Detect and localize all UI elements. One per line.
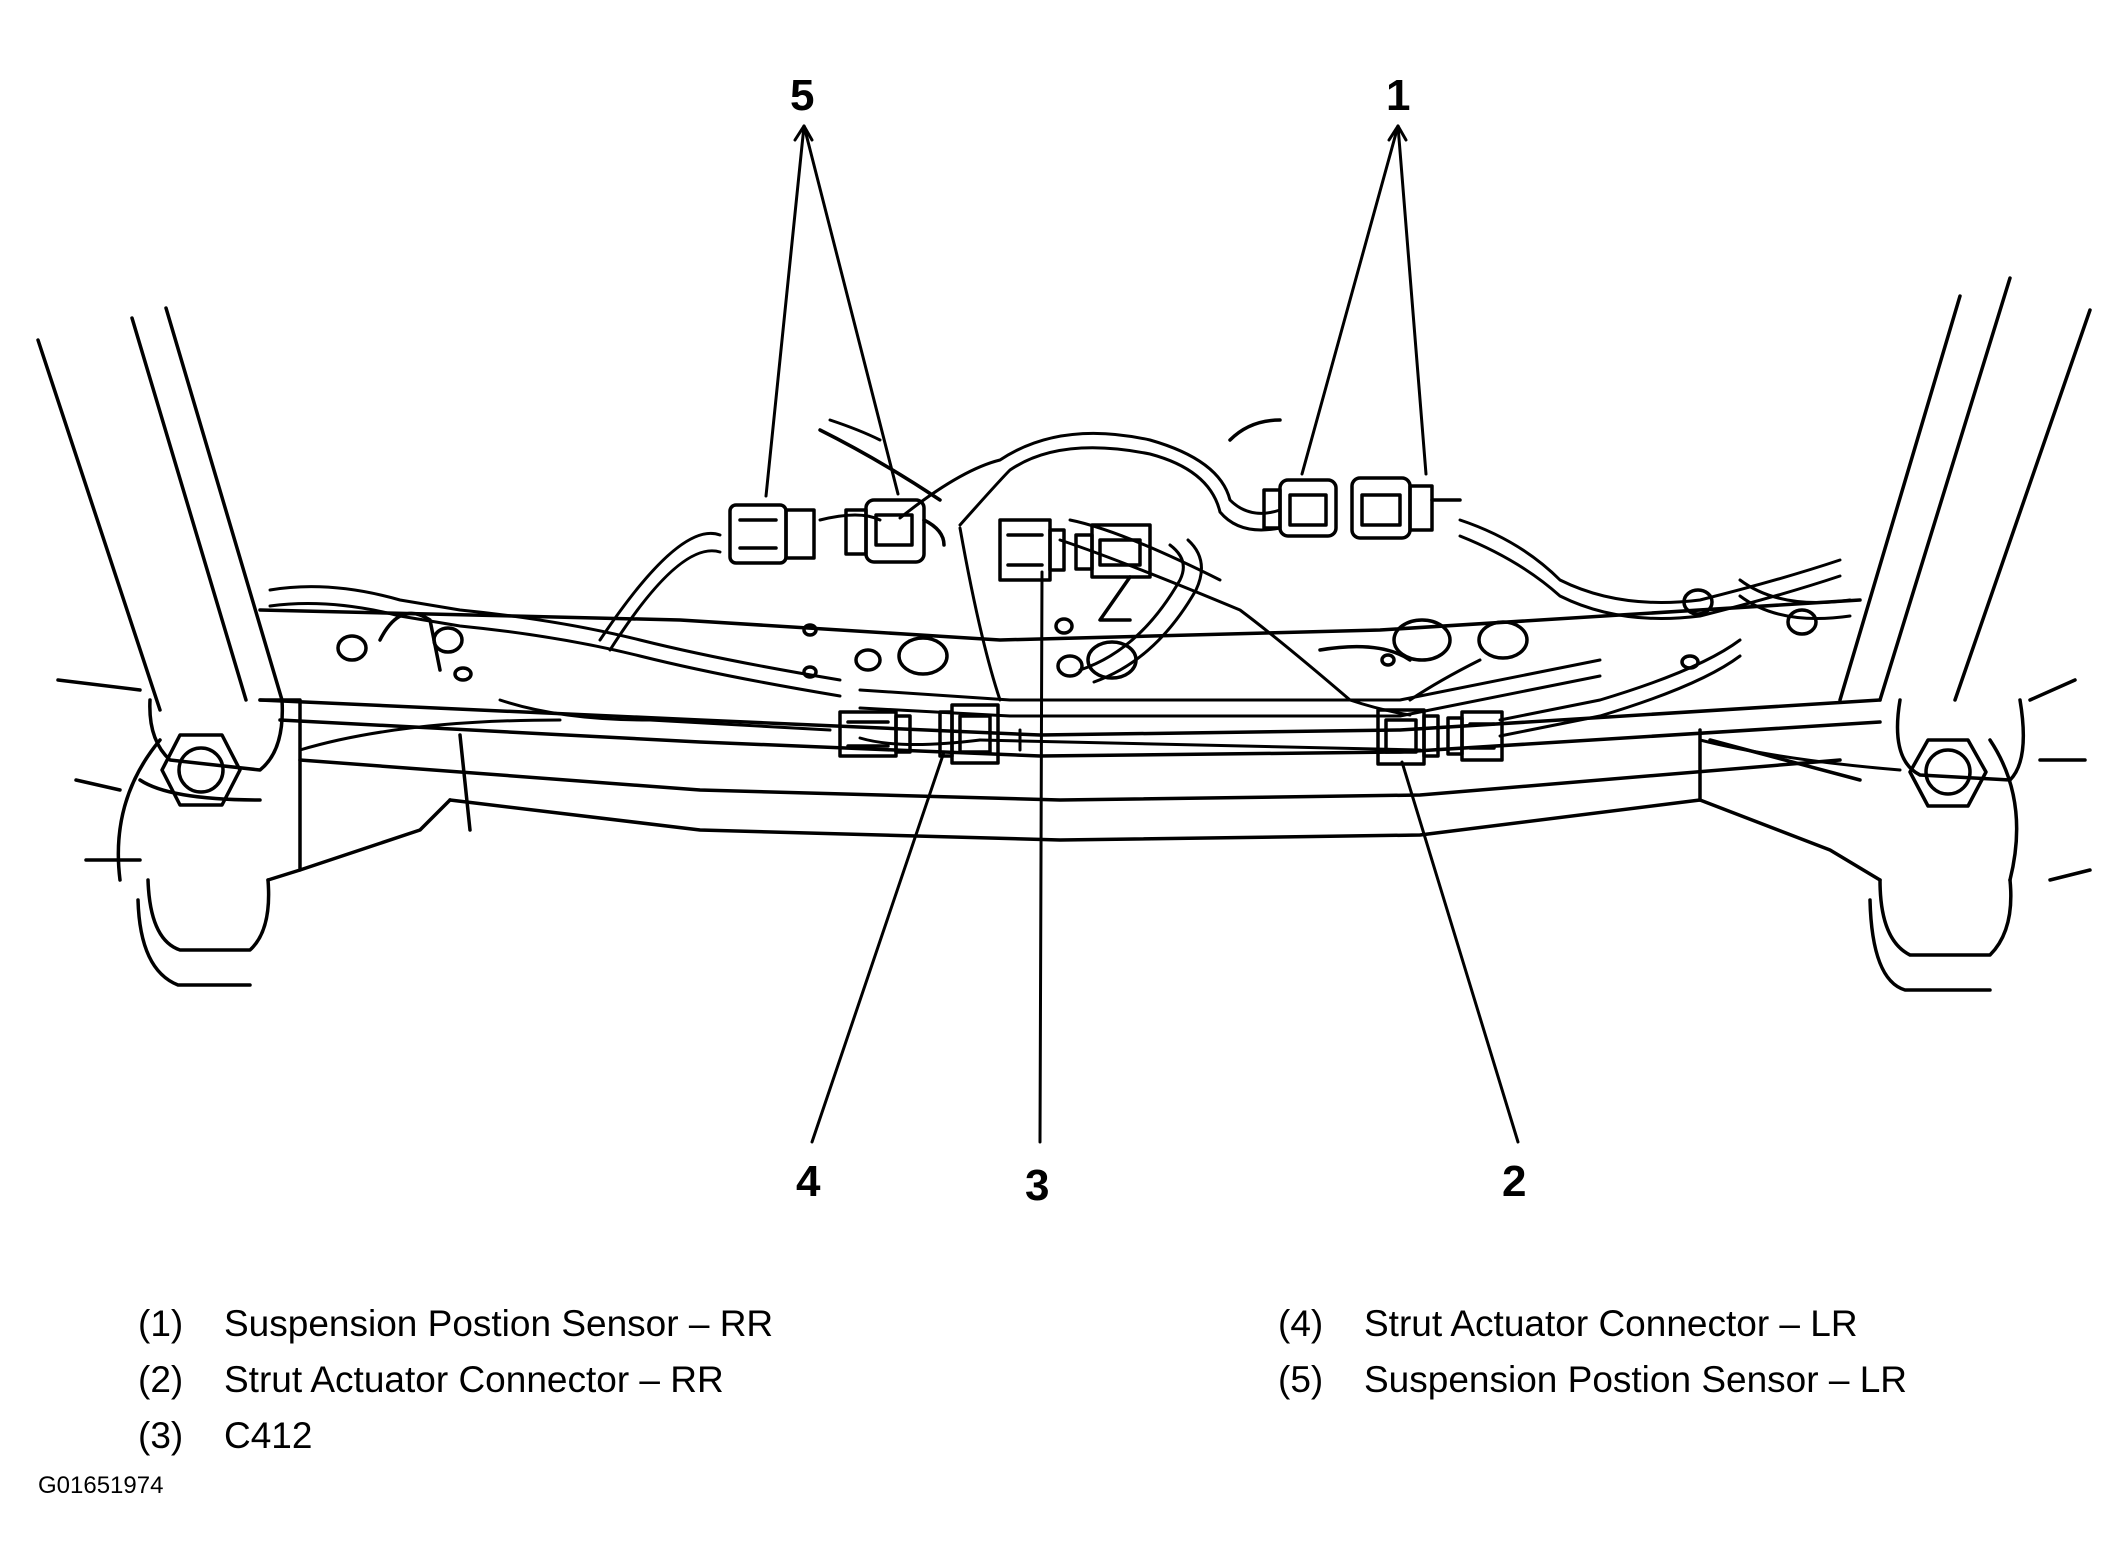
legend-item: (4) Strut Actuator Connector – LR xyxy=(1278,1296,1907,1352)
crossmember xyxy=(258,418,1882,882)
callout-5: 5 xyxy=(790,71,814,120)
legend-text: C412 xyxy=(224,1415,313,1456)
harness-clips xyxy=(336,588,1818,679)
leader-lines xyxy=(764,124,1520,1144)
callout-4: 4 xyxy=(796,1157,821,1206)
legend-left: (1) Suspension Postion Sensor – RR (2) S… xyxy=(138,1296,773,1464)
legend-text: Suspension Postion Sensor – RR xyxy=(224,1303,774,1344)
left-mount-nut xyxy=(116,733,242,882)
connector-lr-actuator-a xyxy=(838,710,912,758)
legend-text: Strut Actuator Connector – LR xyxy=(1364,1303,1858,1344)
legend-item: (3) C412 xyxy=(138,1408,773,1464)
legend-item: (2) Strut Actuator Connector – RR xyxy=(138,1352,773,1408)
connector-c412-b xyxy=(1074,523,1152,622)
right-strut xyxy=(1838,276,2092,992)
legend-text: Strut Actuator Connector – RR xyxy=(224,1359,724,1400)
legend-item: (1) Suspension Postion Sensor – RR xyxy=(138,1296,773,1352)
callout-1: 1 xyxy=(1386,71,1410,120)
connector-rr-actuator-a xyxy=(1376,708,1440,766)
legend-number: (4) xyxy=(1278,1303,1324,1344)
legend-number: (5) xyxy=(1278,1359,1324,1400)
connector-lr-sensor-a xyxy=(728,503,816,565)
legend-number: (3) xyxy=(138,1415,184,1456)
connector-rr-sensor-a xyxy=(1262,478,1338,538)
legend-number: (2) xyxy=(138,1359,184,1400)
callout-3: 3 xyxy=(1025,1161,1049,1210)
connector-lr-sensor-b xyxy=(844,498,946,564)
connector-rr-actuator-b xyxy=(1446,710,1504,762)
figure-id: G01651974 xyxy=(38,1472,164,1499)
legend-number: (1) xyxy=(138,1303,184,1344)
connector-rr-sensor-b xyxy=(1350,476,1462,540)
callout-2: 2 xyxy=(1502,1157,1526,1206)
left-strut xyxy=(36,306,302,987)
connector-c412-a xyxy=(998,518,1066,582)
legend-text: Suspension Postion Sensor – LR xyxy=(1364,1359,1908,1400)
legend-right: (4) Strut Actuator Connector – LR (5) Su… xyxy=(1278,1296,1907,1408)
connector-lr-actuator-b xyxy=(938,703,1000,765)
wire-harness xyxy=(268,418,1902,772)
legend-item: (5) Suspension Postion Sensor – LR xyxy=(1278,1352,1907,1408)
right-mount-nut xyxy=(1908,738,2019,882)
